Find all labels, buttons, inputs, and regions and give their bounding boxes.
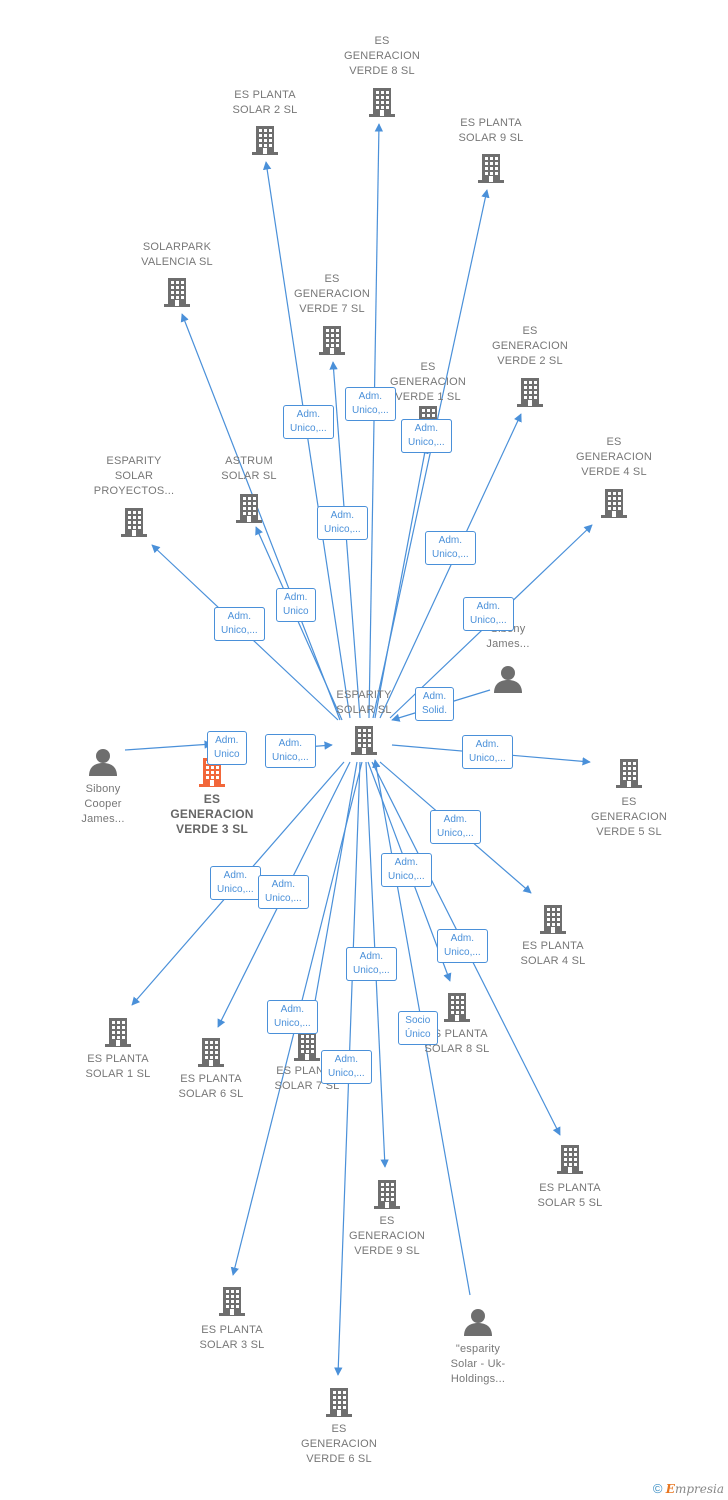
building-icon xyxy=(512,374,548,410)
edge-center-verde1 xyxy=(374,445,429,719)
edge-label-center-planta4[interactable]: Adm. Unico,... xyxy=(430,810,481,844)
building-icon xyxy=(100,1014,136,1050)
building-icon xyxy=(214,1283,250,1319)
node-label: ES PLANTA SOLAR 9 SL xyxy=(458,117,524,144)
edge-center-planta7 xyxy=(307,761,358,1031)
edge-label-center-astrum[interactable]: Adm. Unico xyxy=(276,588,316,622)
edge-label-center-planta6[interactable]: Adm. Unico,... xyxy=(258,875,309,909)
building-icon xyxy=(193,1034,229,1070)
node-label: "esparity Solar - Uk- Holdings... xyxy=(450,1343,506,1385)
person-icon xyxy=(490,661,526,697)
node-label: ES PLANTA SOLAR 8 SL xyxy=(424,1028,490,1055)
node-label: ASTRUM SOLAR SL xyxy=(221,455,277,482)
node-label: ES PLANTA SOLAR 1 SL xyxy=(85,1053,151,1080)
edge-label-p_uk-center[interactable]: Socio Único xyxy=(398,1011,438,1045)
node-label: Sibony Cooper James... xyxy=(81,783,125,825)
edge-label-p_sibony2-center[interactable]: Adm. Solid. xyxy=(415,687,455,721)
copyright-icon: © xyxy=(652,1481,663,1496)
building-icon xyxy=(321,1384,357,1420)
node-label: ES PLANTA SOLAR 3 SL xyxy=(199,1324,265,1351)
node-label: ES GENERACION VERDE 4 SL xyxy=(576,436,652,478)
edge-label-center-proyectos[interactable]: Adm. Unico,... xyxy=(214,607,265,641)
building-icon xyxy=(289,1028,325,1064)
building-icon xyxy=(346,722,382,758)
edge-center-astrum xyxy=(255,526,343,721)
edge-label-center-planta3[interactable]: Adm. Unico,... xyxy=(346,947,397,981)
edge-label-center-verde2[interactable]: Adm. Unico,... xyxy=(425,531,476,565)
node-label: ES PLANTA SOLAR 2 SL xyxy=(232,89,298,116)
footer-brand: © Empresia xyxy=(653,1481,724,1496)
edge-label-p_sibony1-verde3[interactable]: Adm. Unico xyxy=(207,731,247,765)
node-label: ESPARITY SOLAR SL xyxy=(336,689,392,716)
building-icon xyxy=(611,755,647,791)
building-icon xyxy=(596,485,632,521)
node-label: ESPARITY SOLAR PROYECTOS... xyxy=(93,455,175,497)
node-label: ES PLANTA SOLAR 5 SL xyxy=(537,1182,603,1209)
edge-label-center-verde4[interactable]: Adm. Unico,... xyxy=(463,597,514,631)
edge-center-valencia xyxy=(180,313,341,721)
building-icon xyxy=(159,274,195,310)
edge-center-verde7 xyxy=(329,361,361,719)
building-icon xyxy=(314,322,350,358)
node-label: ES GENERACION VERDE 3 SL xyxy=(170,792,254,836)
building-icon xyxy=(439,989,475,1025)
node-label: ES GENERACION VERDE 9 SL xyxy=(349,1215,425,1257)
edge-label-verde3-center[interactable]: Adm. Unico,... xyxy=(265,734,316,768)
node-label: ES PLANTA SOLAR 6 SL xyxy=(178,1073,244,1100)
edge-label-center-verde8[interactable]: Adm. Unico,... xyxy=(345,387,396,421)
person-icon xyxy=(85,744,121,780)
edge-label-center-verde1[interactable]: Adm. Unico,... xyxy=(401,419,452,453)
building-icon xyxy=(116,504,152,540)
building-icon xyxy=(552,1141,588,1177)
building-icon xyxy=(247,122,283,158)
edge-label-center-planta2[interactable]: Adm. Unico,... xyxy=(283,405,334,439)
edge-label-center-verde7[interactable]: Adm. Unico,... xyxy=(317,506,368,540)
node-label: ES GENERACION VERDE 2 SL xyxy=(492,325,568,367)
edge-center-verde2 xyxy=(379,413,522,719)
node-label: SOLARPARK VALENCIA SL xyxy=(141,241,213,268)
building-icon xyxy=(369,1176,405,1212)
edge-label-center-planta1[interactable]: Adm. Unico,... xyxy=(210,866,261,900)
edge-label-center-verde6[interactable]: Adm. Unico,... xyxy=(321,1050,372,1084)
edge-center-planta2 xyxy=(262,161,351,719)
node-label: ES GENERACION VERDE 8 SL xyxy=(344,35,420,77)
node-label: ES GENERACION VERDE 7 SL xyxy=(294,273,370,315)
person-icon xyxy=(460,1304,496,1340)
node-label: ES GENERACION VERDE 1 SL xyxy=(390,361,466,403)
edge-label-center-planta7[interactable]: Adm. Unico,... xyxy=(267,1000,318,1034)
brand-logo: Empresia xyxy=(665,1482,724,1496)
building-icon xyxy=(231,490,267,526)
building-icon xyxy=(364,84,400,120)
edge-center-verde8 xyxy=(368,123,384,719)
node-label: ES GENERACION VERDE 6 SL xyxy=(301,1423,377,1465)
edge-label-center-verde5[interactable]: Adm. Unico,... xyxy=(462,735,513,769)
edge-p_sibony1-verde3 xyxy=(124,740,213,751)
building-icon xyxy=(535,901,571,937)
edge-label-center-planta5[interactable]: Adm. Unico,... xyxy=(437,929,488,963)
node-label: ES GENERACION VERDE 5 SL xyxy=(591,796,667,838)
edge-label-center-planta8[interactable]: Adm. Unico,... xyxy=(381,853,432,887)
building-icon xyxy=(473,150,509,186)
node-label: ES PLANTA SOLAR 4 SL xyxy=(520,940,586,967)
